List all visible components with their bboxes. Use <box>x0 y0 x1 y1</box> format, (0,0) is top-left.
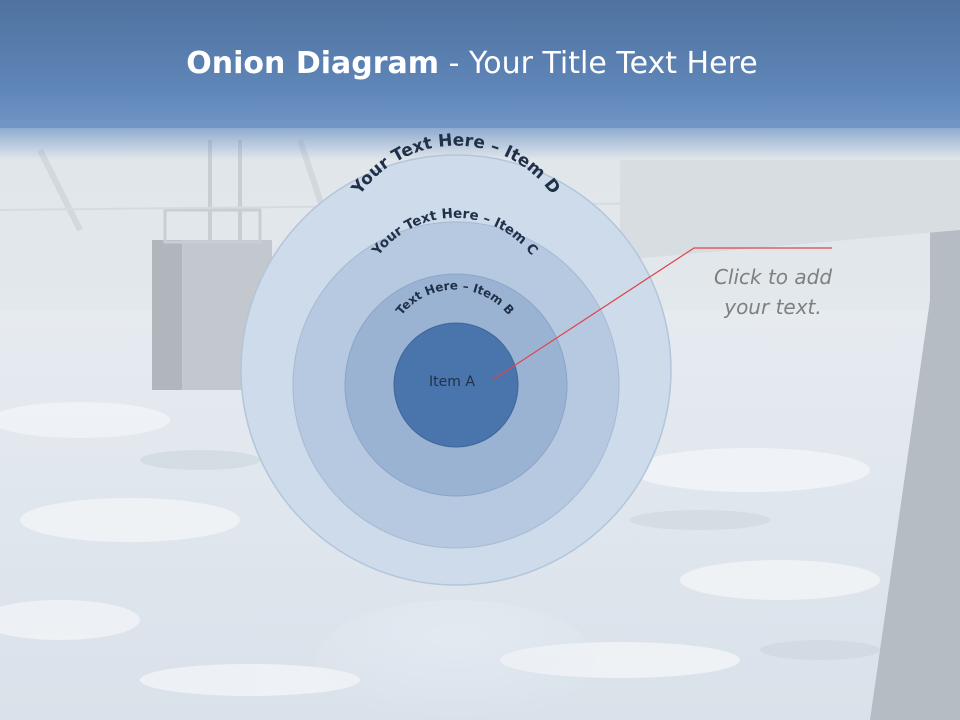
title-banner <box>0 0 960 128</box>
slide-title-bold: Onion Diagram <box>186 46 440 81</box>
layer-a-label: Item A <box>429 374 475 390</box>
callout-text[interactable]: Click to add your text. <box>713 265 833 319</box>
callout-leader-line <box>493 247 832 380</box>
slide-title-rest: - Your Title Text Here <box>439 46 758 81</box>
layer-a-core[interactable] <box>393 322 519 448</box>
title-banner-fade <box>0 120 960 160</box>
slide-title[interactable]: Onion Diagram - Your Title Text Here <box>0 46 944 81</box>
diagram-reflection <box>316 600 596 720</box>
